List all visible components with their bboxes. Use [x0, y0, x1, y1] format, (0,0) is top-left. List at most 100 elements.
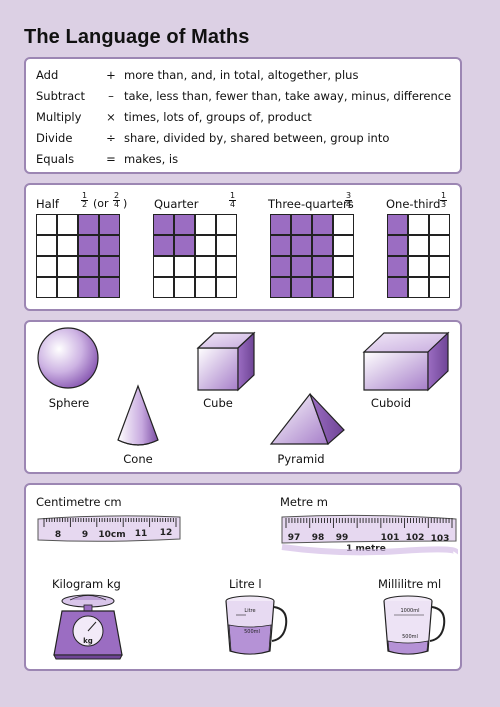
- operations-panel: Add + more than, and, in total, altogeth…: [24, 57, 462, 174]
- millilitre-jug-icon: 1000ml 500ml: [383, 595, 446, 655]
- fraction-label-one-third: One-third: [386, 197, 441, 211]
- grid-cell: [333, 235, 354, 256]
- grid-cell: [216, 277, 237, 298]
- grid-cell: [270, 277, 291, 298]
- shape-label-cone: Cone: [123, 452, 153, 466]
- fraction-grid-half: [36, 214, 120, 298]
- grid-cell: [270, 256, 291, 277]
- fraction-label-quarter: Quarter: [154, 197, 199, 211]
- grid-cell: [216, 214, 237, 235]
- grid-cell: [195, 214, 216, 235]
- grid-cell: [153, 214, 174, 235]
- operation-symbol: ÷: [106, 131, 116, 145]
- pyramid-shape: [269, 392, 345, 446]
- page-title: The Language of Maths: [24, 26, 250, 48]
- grid-cell: [153, 235, 174, 256]
- fraction-grid-one-third: [387, 214, 450, 298]
- grid-cell: [36, 277, 57, 298]
- grid-cell: [333, 214, 354, 235]
- grid-cell: [429, 214, 450, 235]
- metre-stick: 97 98 99 101 102 103 1 metre: [281, 514, 458, 556]
- grid-cell: [99, 256, 120, 277]
- grid-cell: [312, 235, 333, 256]
- grid-cell: [333, 277, 354, 298]
- fraction-grid-quarter: [153, 214, 237, 298]
- jug-mark-bottom: 500ml: [244, 629, 260, 635]
- grid-cell: [78, 214, 99, 235]
- m-tick-label: 102: [406, 533, 425, 543]
- grid-cell: [57, 256, 78, 277]
- grid-cell: [312, 277, 333, 298]
- grid-cell: [36, 235, 57, 256]
- shape-label-cube: Cube: [203, 396, 233, 410]
- jug-mark-top: 1000ml: [401, 608, 420, 614]
- grid-cell: [387, 256, 408, 277]
- kitchen-scale-icon: kg: [53, 594, 123, 660]
- fraction-half-or-text: (or: [93, 197, 109, 210]
- grid-cell: [429, 277, 450, 298]
- sphere-shape: [37, 327, 99, 389]
- fraction-label-half: Half: [36, 197, 59, 211]
- operation-word: Add: [36, 68, 59, 82]
- grid-cell: [408, 256, 429, 277]
- grid-cell: [216, 235, 237, 256]
- grid-cell: [429, 256, 450, 277]
- shape-label-cuboid: Cuboid: [370, 396, 412, 410]
- measures-panel: Centimetre cm Metre m 8 9 10cm 11 12 97 …: [24, 483, 462, 671]
- grid-cell: [174, 235, 195, 256]
- operation-description: times, lots of, groups of, product: [124, 110, 312, 124]
- grid-cell: [36, 214, 57, 235]
- shape-label-sphere: Sphere: [48, 396, 90, 410]
- grid-cell: [153, 256, 174, 277]
- operation-symbol: ×: [106, 110, 116, 124]
- grid-cell: [99, 277, 120, 298]
- fraction-grid-three-quarters: [270, 214, 354, 298]
- grid-cell: [153, 277, 174, 298]
- m-tick-label: 98: [312, 533, 325, 543]
- grid-cell: [408, 277, 429, 298]
- fraction-label-three-quarters: Three-quarters: [268, 197, 354, 211]
- grid-cell: [312, 256, 333, 277]
- grid-cell: [387, 214, 408, 235]
- grid-cell: [270, 214, 291, 235]
- operation-symbol: –: [108, 89, 114, 103]
- jug-mark-bottom: 500ml: [402, 634, 418, 640]
- shape-label-pyramid: Pyramid: [277, 452, 325, 466]
- cm-tick-label: 12: [160, 528, 173, 538]
- scale-unit-label: kg: [83, 637, 93, 645]
- grid-cell: [291, 256, 312, 277]
- operation-description: take, less than, fewer than, take away, …: [124, 89, 452, 103]
- operation-description: share, divided by, shared between, group…: [124, 131, 390, 145]
- grid-cell: [387, 277, 408, 298]
- cone-shape: [117, 384, 159, 446]
- operation-word: Subtract: [36, 89, 86, 103]
- grid-cell: [174, 214, 195, 235]
- measure-label-centimetre: Centimetre cm: [36, 495, 122, 509]
- operation-word: Multiply: [36, 110, 82, 124]
- grid-cell: [174, 256, 195, 277]
- grid-cell: [99, 235, 120, 256]
- operation-symbol: +: [106, 68, 116, 82]
- fraction-half-close: ): [123, 197, 128, 210]
- grid-cell: [57, 235, 78, 256]
- cm-tick-label: 11: [135, 529, 148, 539]
- m-tick-label: 97: [288, 533, 301, 543]
- grid-cell: [291, 235, 312, 256]
- grid-cell: [195, 235, 216, 256]
- grid-cell: [36, 256, 57, 277]
- grid-cell: [429, 235, 450, 256]
- grid-cell: [333, 256, 354, 277]
- cuboid-shape: [362, 331, 450, 392]
- litre-jug-icon: Litre 500ml: [225, 595, 288, 655]
- operation-description: more than, and, in total, altogether, pl…: [124, 68, 359, 82]
- grid-cell: [57, 277, 78, 298]
- cm-tick-label: 9: [82, 530, 88, 540]
- m-tick-label: 99: [336, 533, 349, 543]
- grid-cell: [174, 277, 195, 298]
